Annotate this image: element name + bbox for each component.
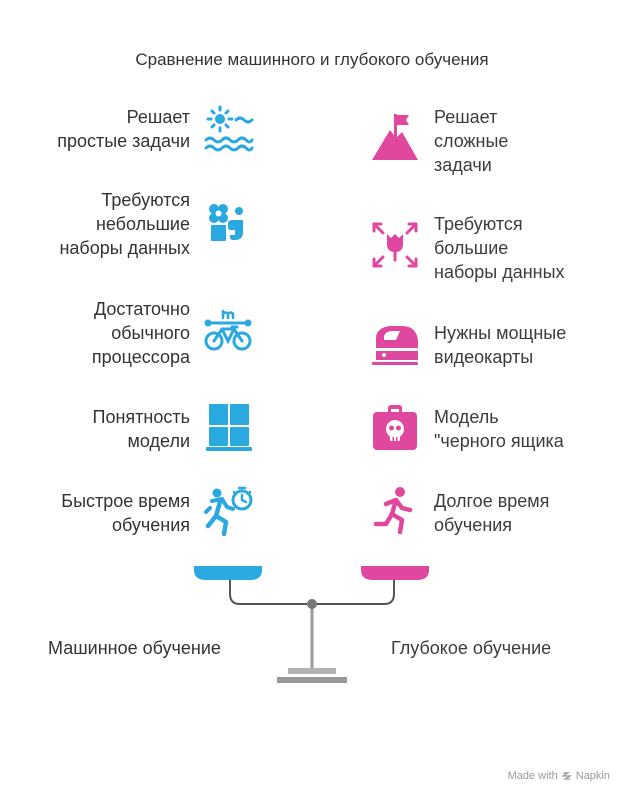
window-icon bbox=[204, 402, 254, 452]
scale-pivot bbox=[307, 599, 317, 609]
high-speed-train-icon bbox=[370, 318, 420, 368]
bicycle-icon bbox=[204, 305, 254, 355]
expand-arrows-icon bbox=[370, 220, 420, 270]
runner-stopwatch-icon bbox=[204, 486, 254, 536]
diagram-title: Сравнение машинного и глубокого обучения bbox=[135, 50, 489, 69]
dl-item-large-datasets: Требуются большие наборы данных bbox=[434, 214, 565, 282]
ml-label: Машинное обучение bbox=[48, 638, 221, 658]
ml-item-regular-cpu: Достаточно обычного процессора bbox=[91, 299, 190, 367]
dl-item-powerful-gpus: Нужны мощные видеокарты bbox=[434, 323, 567, 367]
brand-name: Napkin bbox=[575, 770, 610, 782]
mountain-flag-icon bbox=[370, 112, 420, 162]
dl-item-slow-training: Долгое время обучения bbox=[434, 491, 550, 535]
skull-case-icon bbox=[370, 402, 420, 452]
ml-item-interpretability: Понятность модели bbox=[92, 407, 190, 451]
ml-item-fast-training: Быстрое время обучения bbox=[61, 491, 190, 535]
flower-hand-icon bbox=[204, 200, 254, 250]
sun-waves-icon bbox=[204, 104, 254, 154]
napkin-logo-icon bbox=[561, 772, 572, 780]
scale-base-bottom bbox=[277, 677, 347, 683]
running-person-icon bbox=[370, 486, 420, 536]
dl-item-black-box: Модель "черного ящика bbox=[434, 407, 564, 451]
made-with-text: Made with bbox=[507, 770, 558, 782]
ml-item-simple-tasks: Решает простые задачи bbox=[57, 107, 190, 151]
scale-base-top bbox=[288, 668, 336, 674]
ml-scale-pan bbox=[194, 566, 262, 580]
dl-label: Глубокое обучение bbox=[391, 638, 552, 658]
dl-item-complex-tasks: Решает сложные задачи bbox=[434, 107, 509, 175]
ml-item-small-datasets: Требуются небольшие наборы данных bbox=[59, 190, 190, 258]
dl-scale-pan bbox=[361, 566, 429, 580]
brand-footer: Made with Napkin bbox=[508, 770, 610, 782]
